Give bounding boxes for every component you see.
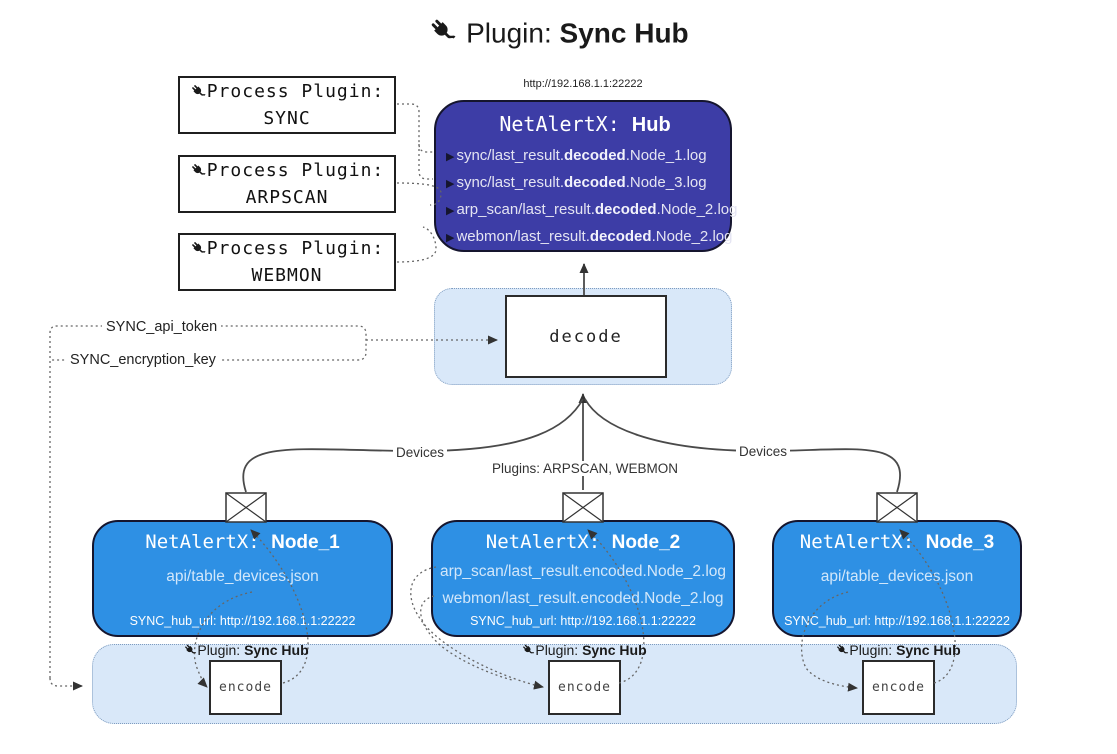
sync-encryption-key-label: SYNC_encryption_key bbox=[66, 352, 220, 368]
node-2-box: NetAlertX: Node_2 arp_scan/last_result.e… bbox=[431, 520, 735, 637]
node-hub-url: SYNC_hub_url: http://192.168.1.1:22222 bbox=[784, 614, 1010, 628]
node-hub-url: SYNC_hub_url: http://192.168.1.1:22222 bbox=[470, 614, 696, 628]
arrow-bullet-icon: ▶ bbox=[446, 151, 455, 163]
envelope-icon bbox=[225, 492, 267, 523]
process-plugin-label: Process Plugin: bbox=[206, 238, 385, 260]
process-plugin-name: SYNC bbox=[263, 107, 311, 129]
encode-box: encode bbox=[548, 660, 621, 715]
node-file: arp_scan/last_result.encoded.Node_2.log bbox=[439, 563, 727, 580]
hub-log-entry: ▶webmon/last_result.decoded.Node_2.log bbox=[446, 228, 733, 245]
edge-webmon-to-hub bbox=[396, 226, 437, 263]
edge-sync-to-hub bbox=[397, 103, 433, 153]
node-title: NetAlertX: Node_1 bbox=[145, 531, 340, 553]
edge-sync-to-hub-branch bbox=[418, 144, 433, 180]
envelope-icon bbox=[562, 492, 604, 523]
hub-log-entry: ▶sync/last_result.decoded.Node_3.log bbox=[446, 174, 707, 191]
edge-label-plugins: Plugins: ARPSCAN, WEBMON bbox=[488, 461, 682, 476]
plug-icon bbox=[191, 84, 206, 96]
encode-plugin-label: Plugin: Sync Hub bbox=[521, 642, 647, 658]
title-prefix: Plugin: bbox=[466, 17, 560, 49]
hub-log-entry: ▶sync/last_result.decoded.Node_1.log bbox=[446, 147, 707, 164]
plug-icon bbox=[185, 644, 197, 654]
sync-api-token-label: SYNC_api_token bbox=[102, 319, 222, 335]
plug-icon bbox=[523, 644, 535, 654]
edge-label-devices-right: Devices bbox=[735, 444, 791, 459]
plug-icon bbox=[432, 19, 456, 39]
envelope-icon bbox=[876, 492, 918, 523]
node-hub-url: SYNC_hub_url: http://192.168.1.1:22222 bbox=[129, 614, 356, 628]
arrow-bullet-icon: ▶ bbox=[446, 178, 455, 190]
process-plugin-sync: Process Plugin: SYNC bbox=[178, 76, 396, 134]
encode-box: encode bbox=[862, 660, 935, 715]
encode-plugin-label: Plugin: Sync Hub bbox=[835, 642, 961, 658]
process-plugin-name: WEBMON bbox=[251, 264, 323, 286]
hub-box: NetAlertX: Hub ▶sync/last_result.decoded… bbox=[434, 100, 738, 252]
encode-plugin-label: Plugin: Sync Hub bbox=[183, 642, 309, 658]
node-title: NetAlertX: Node_3 bbox=[799, 531, 995, 553]
process-plugin-label: Process Plugin: bbox=[206, 160, 385, 182]
node-file: api/table_devices.json bbox=[820, 568, 974, 585]
node-file: api/table_devices.json bbox=[166, 568, 319, 585]
plug-icon bbox=[191, 241, 206, 253]
process-plugin-arpscan: Process Plugin: ARPSCAN bbox=[178, 155, 396, 213]
plug-icon bbox=[837, 644, 849, 654]
arrow-bullet-icon: ▶ bbox=[446, 232, 455, 244]
encode-box: encode bbox=[209, 660, 282, 715]
envelope-icons bbox=[225, 492, 918, 523]
node-1-box: NetAlertX: Node_1 api/table_devices.json… bbox=[92, 520, 393, 637]
node-title: NetAlertX: Node_2 bbox=[485, 531, 681, 553]
edge-label-devices-left: Devices bbox=[392, 445, 448, 460]
node-3-box: NetAlertX: Node_3 api/table_devices.json… bbox=[772, 520, 1022, 637]
decode-box: decode bbox=[505, 295, 667, 378]
process-plugin-label: Process Plugin: bbox=[206, 81, 385, 103]
edge-keys-to-band bbox=[49, 677, 83, 691]
process-plugin-webmon: Process Plugin: WEBMON bbox=[178, 233, 396, 291]
arrow-bullet-icon: ▶ bbox=[446, 205, 455, 217]
title-bold: Sync Hub bbox=[559, 17, 689, 49]
hub-url-label: http://192.168.1.1:22222 bbox=[523, 78, 643, 90]
node-file: webmon/last_result.encoded.Node_2.log bbox=[442, 590, 724, 607]
page-title: Plugin: Sync Hub bbox=[0, 16, 1117, 50]
plug-icon bbox=[191, 163, 206, 175]
process-plugin-name: ARPSCAN bbox=[245, 186, 329, 208]
hub-log-entry: ▶arp_scan/last_result.decoded.Node_2.log bbox=[446, 201, 738, 218]
hub-title: NetAlertX: Hub bbox=[499, 112, 671, 136]
